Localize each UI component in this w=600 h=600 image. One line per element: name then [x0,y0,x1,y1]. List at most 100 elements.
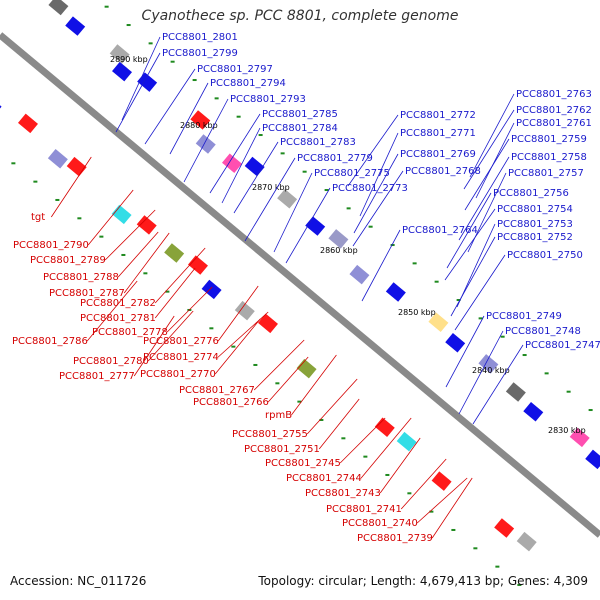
label-leader [306,378,358,435]
gene-label-minus: PCC8801_2741 [326,504,402,515]
gene-feature [65,16,86,36]
scale-mark [522,354,527,357]
kbp-tick-label: 2870 kbp [252,183,290,192]
gene-feature [48,0,69,16]
gene-label-plus: PCC8801_2753 [497,219,573,230]
gene-label-plus: PCC8801_2794 [210,78,286,89]
scale-mark [258,134,263,137]
gene-label-plus: PCC8801_2749 [486,311,562,322]
gene-feature [195,134,216,154]
label-leader [273,172,313,253]
scale-mark [275,382,280,385]
gene-label-minus: PCC8801_2790 [13,240,89,251]
label-leader [115,52,161,133]
gene-label-plus: PCC8801_2773 [332,183,408,194]
label-leader [154,267,196,319]
scale-mark [33,180,38,183]
gene-label-minus: PCC8801_2755 [232,429,308,440]
gene-label-plus: PCC8801_2756 [493,188,569,199]
label-leader [183,98,229,183]
scale-mark [566,390,571,393]
gene-label-minus: PCC8801_2751 [244,444,320,455]
gene-label-minus: PCC8801_2739 [357,533,433,544]
label-leader [359,132,399,217]
label-leader [444,208,496,281]
gene-label-plus: PCC8801_2797 [197,64,273,75]
label-leader [318,398,360,450]
gene-feature [47,148,68,169]
label-leader [291,354,337,416]
gene-feature [523,401,544,422]
map-title: Cyanothece sp. PCC 8801, complete genome [141,8,459,24]
gene-feature [136,215,157,235]
scale-mark [478,317,483,320]
label-leader [233,141,279,214]
gene-label-minus: PCC8801_2770 [140,369,216,380]
scale-mark [495,565,500,568]
label-leader [253,339,305,391]
label-leader [463,109,515,190]
label-leader [347,114,399,187]
scale-mark [192,79,197,82]
scale-mark [429,510,434,513]
gene-label-minus: PCC8801_2789 [30,255,106,266]
label-leader [117,231,159,278]
scale-mark [126,24,131,27]
kbp-tick-label: 2840 kbp [472,366,510,375]
label-leader [352,170,404,247]
gene-feature [396,431,417,452]
genome-backbone [0,32,600,538]
label-leader [104,209,156,261]
gene-feature [385,282,406,302]
scale-mark [324,189,329,192]
gene-feature [190,110,211,130]
gene-feature [18,113,38,134]
label-leader [154,247,206,304]
gene-feature [585,449,600,470]
scale-mark [319,418,324,421]
gene-label-minus: PCC8801_2774 [143,352,219,363]
gene-feature [478,354,499,374]
scale-mark [385,473,390,476]
label-leader [446,192,492,269]
gene-label-minus: tgt [31,212,45,223]
gene-feature [494,518,515,538]
gene-feature [137,72,158,92]
gene-label-minus: PCC8801_2744 [286,473,362,484]
label-leader [361,229,401,302]
gene-label-minus: PCC8801_2786 [12,336,88,347]
gene-label-plus: PCC8801_2750 [507,250,583,261]
label-leader [445,315,485,388]
scale-mark [434,280,439,283]
gene-feature [277,189,298,209]
scale-mark [473,547,478,550]
scale-mark [231,345,236,348]
scale-mark [170,60,175,63]
label-leader [221,127,261,204]
scale-mark [148,42,153,45]
gene-label-minus: PCC8801_2745 [265,458,341,469]
label-leader [217,311,269,358]
gene-label-minus: PCC8801_2776 [143,336,219,347]
gene-label-plus: PCC8801_2772 [400,110,476,121]
gene-label-minus: PCC8801_2743 [305,488,381,499]
gene-label-plus: PCC8801_2752 [497,232,573,243]
gene-feature [244,156,265,177]
gene-feature [222,153,242,173]
scale-mark [346,207,351,210]
gene-label-minus: PCC8801_2740 [342,518,418,529]
scale-mark [280,152,285,155]
gene-label-plus: PCC8801_2757 [508,168,584,179]
gene-feature [516,531,537,552]
gene-feature [431,471,452,491]
label-leader [469,93,515,178]
gene-feature [349,264,370,285]
label-leader [147,310,194,362]
scale-mark [412,262,417,265]
label-leader [267,356,309,403]
scale-mark [99,235,104,238]
scale-mark [544,372,549,375]
gene-label-plus: PCC8801_2775 [314,168,390,179]
label-leader [50,156,92,218]
label-leader [123,232,170,294]
